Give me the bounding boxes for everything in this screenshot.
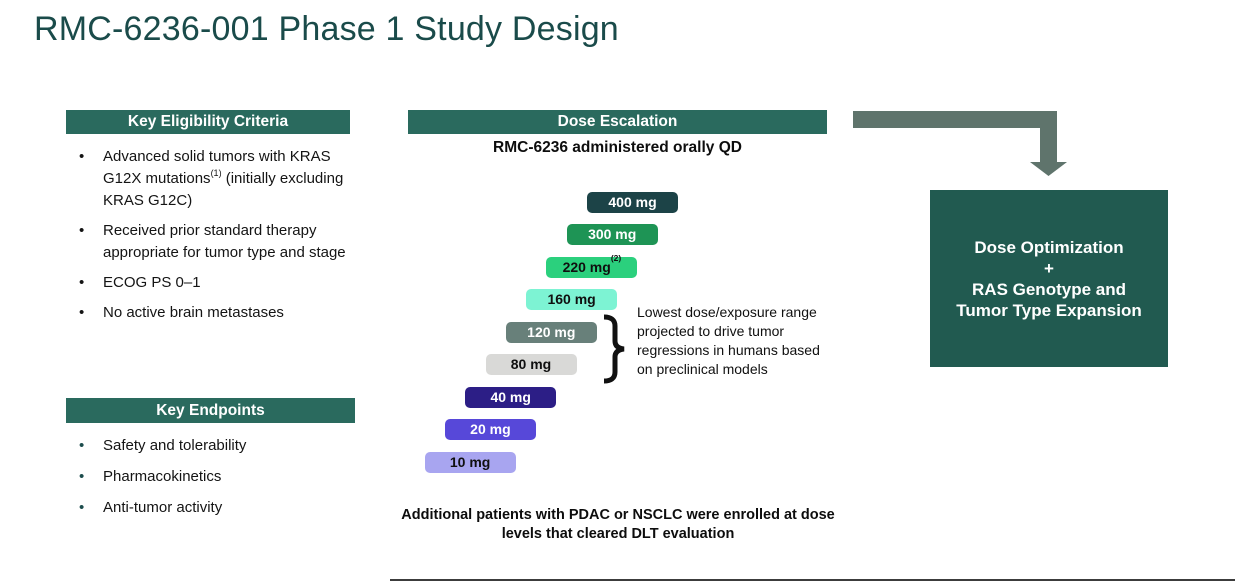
- enrollment-footnote: Additional patients with PDAC or NSCLC w…: [401, 507, 835, 542]
- elbow-arrow-icon: [853, 111, 1067, 176]
- dose-pill-20-mg: 20 mg: [444, 419, 536, 440]
- endpoints-list: Safety and tolerability Pharmacokinetics…: [66, 433, 366, 526]
- page-title: RMC-6236-001 Phase 1 Study Design: [34, 10, 619, 48]
- dose-escalation-header-label: Dose Escalation: [557, 113, 678, 130]
- dose-pill-400-mg: 400 mg: [587, 191, 678, 213]
- eligibility-list: Advanced solid tumors with KRAS G12X mut…: [66, 146, 366, 332]
- eligibility-item: Received prior standard therapy appropri…: [66, 220, 366, 264]
- dose-pill-160-mg: 160 mg: [526, 289, 618, 310]
- dose-optimization-box: Dose Optimization + RAS Genotype and Tum…: [930, 190, 1168, 367]
- expansion-box-line: RAS Genotype and: [972, 279, 1126, 299]
- eligibility-header-label: Key Eligibility Criteria: [127, 113, 289, 130]
- expansion-box-line: +: [1044, 258, 1054, 278]
- dose-pill-300-mg: 300 mg: [566, 224, 658, 245]
- eligibility-item: No active brain metastases: [66, 302, 366, 324]
- dose-pill-10-mg: 10 mg: [424, 451, 516, 473]
- footnote-marker-1: (1): [210, 168, 222, 178]
- endpoint-item: Anti-tumor activity: [66, 495, 366, 521]
- dose-pill-80-mg: 80 mg: [485, 354, 577, 375]
- endpoints-header-label: Key Endpoints: [156, 401, 265, 419]
- bracket-icon: [603, 314, 625, 384]
- dose-pill-220-mg: 220 mg(2): [546, 254, 638, 278]
- dose-escalation-subtitle: RMC-6236 administered orally QD: [493, 139, 742, 156]
- dose-escalation-header-bar: Dose Escalation: [408, 110, 827, 134]
- eligibility-item: Advanced solid tumors with KRAS G12X mut…: [66, 146, 366, 212]
- dose-pill-40-mg: 40 mg: [465, 386, 557, 408]
- eligibility-header-bar: Key Eligibility Criteria: [66, 110, 350, 134]
- endpoints-header-bar: Key Endpoints: [66, 398, 355, 423]
- dose-range-annotation: Lowest dose/exposure range projected to …: [637, 304, 820, 377]
- eligibility-item: ECOG PS 0–1: [66, 272, 366, 294]
- endpoint-item: Safety and tolerability: [66, 433, 366, 459]
- endpoint-item: Pharmacokinetics: [66, 464, 366, 490]
- dose-pill-120-mg: 120 mg: [505, 321, 597, 343]
- bottom-edge-line: [390, 579, 1235, 581]
- expansion-box-line: Dose Optimization: [974, 237, 1124, 257]
- expansion-box-line: Tumor Type Expansion: [956, 300, 1142, 320]
